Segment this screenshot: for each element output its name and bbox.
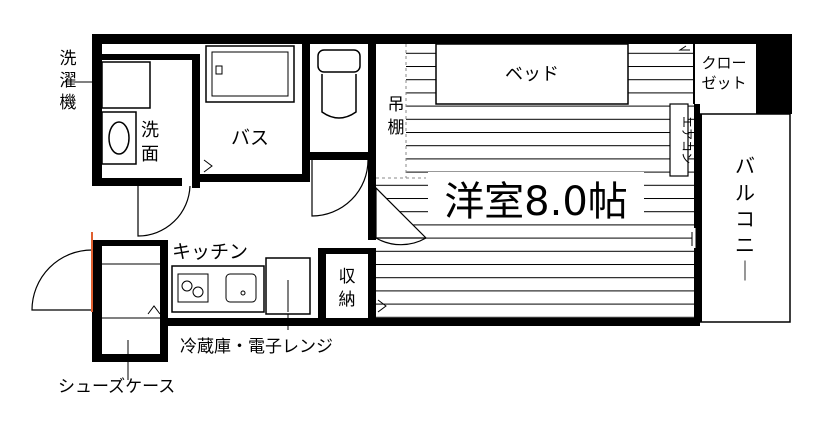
closet-label-2: ゼット [701,74,746,92]
washbasin-label-2: 面 [141,144,159,165]
balcony-label: ルコニ｜ [735,181,755,283]
closet-label-1: クロー [701,54,746,72]
hanging-shelf-label-2: 棚 [388,118,405,138]
balcony-char: コ [735,207,755,231]
shoe-case-label: シューズケース [58,377,175,397]
walls [92,34,792,362]
storage-label-2: 納 [339,290,356,310]
bath-label: バス [231,127,269,149]
washing-machine: 洗 濯 機 [60,49,151,113]
kitchen: キッチン [171,241,311,315]
washbasin-label-1: 洗 [141,120,159,141]
fridge-microwave-label: 冷蔵庫・電子レンジ [180,337,333,357]
hanging-shelf: 吊 棚 [376,44,426,179]
bed: ベッド [435,43,629,105]
washer-label-2: 濯 [60,71,77,91]
hanging-shelf-label-1: 吊 [388,95,405,115]
western-room-label: 洋室8.0帖 [444,179,628,225]
closet: クロー ゼット [678,44,756,104]
kitchen-label: キッチン [172,241,248,263]
storage-label-1: 収 [339,267,356,287]
washbasin: 洗 面 [101,111,159,165]
bathtub: バス [203,45,295,173]
windows [691,228,698,248]
balcony: バ ルコニ｜ [698,113,791,323]
balcony-char: ル [735,181,755,205]
balcony-char: ニ [735,233,755,257]
room-label-backdrop [428,172,644,224]
toilet-door [311,159,369,217]
washroom-door [137,185,191,237]
shoe-case: シューズケース [58,263,175,397]
balcony-label-1: バ [735,154,755,178]
entrance-door [31,232,93,312]
room-door [375,186,427,246]
balcony-char: ｜ [735,259,755,283]
bed-label: ベッド [505,64,559,85]
washer-label-1: 洗 [60,49,77,69]
aircon: エアコン [669,103,694,177]
aircon-label: エアコン [680,116,694,164]
washer-label-3: 機 [60,93,77,113]
toilet [317,49,361,119]
storage: 収 納 [339,267,387,313]
